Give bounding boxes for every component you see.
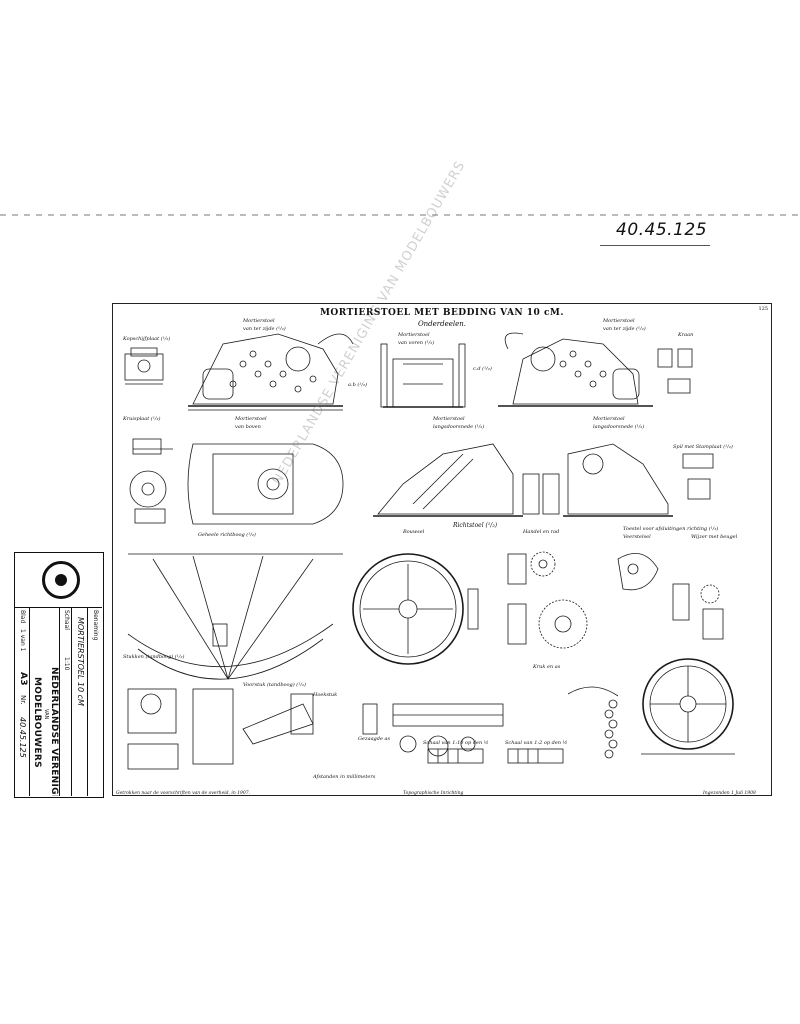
label-cd: c.d (¹/₂) — [473, 366, 492, 372]
org-line-1: NEDERLANDSE VERENIGING — [49, 667, 59, 796]
footer-center: Topographische Inrichting — [403, 791, 464, 796]
kopschijfplaat-drawing — [124, 347, 164, 385]
label-wijzer-met-beugel: Wijzer met beugel — [691, 534, 738, 540]
bottom-left-details-drawing — [127, 688, 314, 770]
footer-right: Ingezonden 1 Juli 1908 — [703, 791, 756, 796]
label-hoekstuk: Hoekstuk — [313, 692, 338, 698]
benaming-row: Benaming — [87, 607, 102, 796]
nr-label: Nr. — [19, 695, 27, 705]
mortierstoel-top-view-drawing — [129, 438, 344, 525]
label-toestel-richting: Toestel voor afsluitingen richting (¹/₂) — [623, 526, 719, 532]
technical-drawing — [124, 332, 735, 770]
title-block-content: Benaming MORTIERSTOEL 10 cM Schaal 1:10 … — [15, 553, 102, 796]
langsdoorsnede-drawing — [373, 443, 560, 517]
title-block: Benaming MORTIERSTOEL 10 cM Schaal 1:10 … — [14, 552, 104, 798]
footer-left: Getrokken naar de voorschriften van de o… — [116, 791, 251, 796]
label-kruk-en-as: Kruk en as — [533, 664, 561, 670]
nr-value: 40.45.125 — [18, 717, 27, 758]
label-gezaagde-as: Gezaagde as — [358, 736, 391, 742]
label-schaal-2: Schaal van 1:2 op den ½ — [505, 740, 568, 746]
label-ab: a.b (¹/₂) — [348, 382, 367, 388]
scale-bars-drawing — [427, 748, 564, 764]
blad-label: Blad — [19, 610, 26, 624]
label-veerstelsel: Veerstelsel — [623, 534, 651, 540]
sheet-subtitle: Onderdeelen. — [417, 320, 467, 328]
label-afstanden: Afstanden in millimeters — [313, 774, 376, 780]
label-geheele-richtboog: Geheele richtboog (¹/₂) — [198, 532, 256, 538]
drawing-sheet: MORTIERSTOEL MET BEDDING VAN 10 cM. Onde… — [112, 303, 772, 796]
label-spil-stamplaat: Spil met Stamplaat (¹/₂) — [673, 444, 733, 450]
schaal-value: 1:10 — [63, 657, 70, 671]
label-mortierstoel-tl-sub: van ter zijde (¹/₂) — [243, 326, 286, 332]
label-kraan: Kraan — [678, 332, 694, 338]
label-mortierstoel-lang-sub: langsdoorsnede (¹/₂) — [433, 424, 485, 430]
label-voorstuk: Voorstuk (tandboog) (¹/₂) — [243, 682, 306, 688]
blad-value: 1 van 1 — [19, 629, 26, 652]
mortierstoel-front-drawing — [380, 343, 466, 408]
label-bouwsel: Bouwsel — [403, 529, 425, 535]
label-mortierstoel-boven-sub: van boven — [235, 424, 261, 430]
benaming-value-row: MORTIERSTOEL 10 cM — [71, 607, 88, 796]
reference-underline — [600, 245, 710, 246]
sheet-title: MORTIERSTOEL MET BEDDING VAN 10 cM. — [319, 308, 565, 318]
label-tandboog: Stukken (tandboog) (¹/₂) — [123, 654, 185, 660]
label-handel-en-rad: Handel en rad — [523, 529, 560, 535]
label-mortierstoel-tr: Mortierstoel — [603, 318, 635, 324]
kraan-drawing — [657, 348, 693, 394]
kruk-en-as-drawing — [362, 703, 504, 757]
label-mortierstoel-tc: Mortierstoel — [398, 332, 430, 338]
schaal-label: Schaal — [63, 610, 70, 630]
label-mortierstoel-boven: Mortierstoel — [235, 416, 267, 422]
label-mortierstoel-tc-sub: van voren (¹/₂) — [398, 340, 435, 346]
label-mortierstoel-lang2: Mortierstoel — [593, 416, 625, 422]
label-mortierstoel-lang2-sub: langsdoorsnede (¹/₂) — [593, 424, 645, 430]
label-kopschijfplaat: Kopschijfplaat (¹/₂) — [123, 336, 171, 342]
richtboog-drawing — [127, 553, 343, 680]
langsdoorsnede-right-drawing — [563, 443, 714, 517]
society-logo — [15, 553, 102, 608]
veerstelsel-drawing — [617, 552, 724, 640]
org-line-2: VAN — [43, 709, 49, 720]
label-richtstoel: Richtstoel (¹/₂) — [453, 522, 498, 529]
sheet-corner-number: 125 — [758, 306, 768, 312]
benaming-label: Benaming — [92, 610, 99, 641]
mortierstoel-right-drawing — [498, 332, 653, 407]
wheel-hub-icon — [55, 574, 67, 586]
label-mortierstoel-tl: Mortierstoel — [243, 318, 275, 324]
benaming-value: MORTIERSTOEL 10 cM — [76, 617, 85, 706]
handwheel-large-drawing — [352, 553, 479, 665]
label-schaal-1: Schaal van 1:10 op den ½ — [423, 740, 489, 746]
label-kruisplaat: Kruisplaat (¹/₂) — [123, 416, 161, 422]
schaal-row: Schaal 1:10 — [59, 607, 72, 796]
organisation-row: NEDERLANDSE VERENIGING VAN MODELBOUWERS — [29, 607, 60, 796]
number-row: Blad 1 van 1 A3 Nr. 40.45.125 — [15, 607, 30, 796]
handwheel-right-drawing — [641, 658, 735, 755]
scan-edge-line — [0, 214, 800, 216]
chain-drawing — [567, 686, 619, 759]
label-mortierstoel-tr-sub: van ter zijde (¹/₂) — [603, 326, 646, 332]
reference-number: 40.45.125 — [616, 220, 708, 240]
mortierstoel-left-drawing — [188, 333, 354, 411]
org-line-3: MODELBOUWERS — [32, 677, 42, 768]
gears-drawing — [507, 551, 588, 649]
label-mortierstoel-lang: Mortierstoel — [433, 416, 465, 422]
format-label: A3 — [18, 672, 28, 686]
